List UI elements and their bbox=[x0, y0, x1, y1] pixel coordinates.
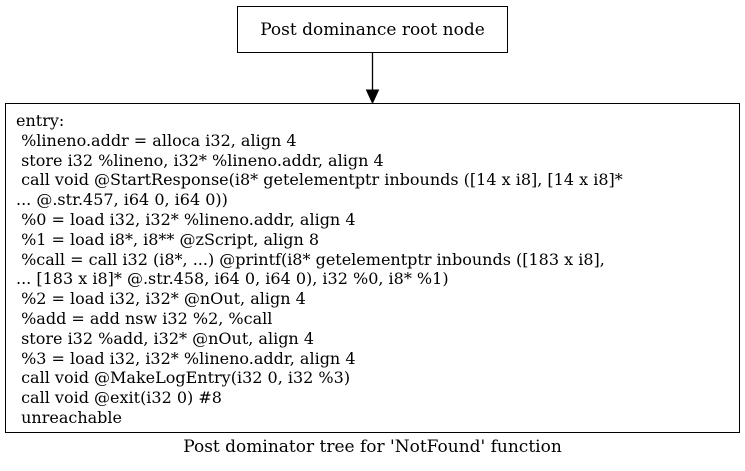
code-line: call void @StartResponse(i8* getelementp… bbox=[16, 170, 623, 190]
code-line: %3 = load i32, i32* %lineno.addr, align … bbox=[16, 348, 356, 368]
code-line: call void @exit(i32 0) #8 bbox=[16, 388, 222, 408]
edge-arrowhead bbox=[365, 89, 380, 105]
code-line: call void @MakeLogEntry(i32 0, i32 %3) bbox=[16, 368, 351, 388]
code-line: %add = add nsw i32 %2, %call bbox=[16, 308, 273, 328]
code-line: entry: bbox=[16, 111, 65, 130]
code-line: ... @.str.457, i64 0, i64 0)) bbox=[16, 190, 228, 210]
code-line: store i32 %add, i32* @nOut, align 4 bbox=[16, 328, 314, 348]
entry-node: entry: %lineno.addr = alloca i32, align … bbox=[5, 103, 740, 433]
code-line: %2 = load i32, i32* @nOut, align 4 bbox=[16, 289, 306, 309]
entry-code-block: entry: %lineno.addr = alloca i32, align … bbox=[16, 111, 623, 428]
code-line: %0 = load i32, i32* %lineno.addr, align … bbox=[16, 209, 356, 229]
code-line: %lineno.addr = alloca i32, align 4 bbox=[16, 130, 297, 150]
code-line: %call = call i32 (i8*, ...) @printf(i8* … bbox=[16, 249, 605, 269]
root-node-label: Post dominance root node bbox=[260, 19, 485, 40]
code-line: %1 = load i8*, i8** @zScript, align 8 bbox=[16, 229, 320, 249]
code-line: ... [183 x i8]* @.str.458, i64 0, i64 0)… bbox=[16, 269, 449, 289]
root-node: Post dominance root node bbox=[237, 6, 508, 53]
code-line: unreachable bbox=[16, 407, 122, 427]
code-line: store i32 %lineno, i32* %lineno.addr, al… bbox=[16, 150, 384, 170]
diagram-caption: Post dominator tree for 'NotFound' funct… bbox=[183, 437, 562, 457]
